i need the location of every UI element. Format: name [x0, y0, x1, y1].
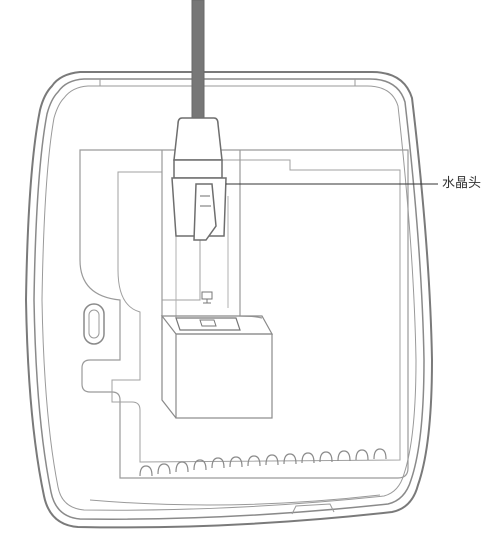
housing-middle-shell	[33, 78, 425, 520]
connector-latch-detail	[200, 195, 211, 207]
bottom-vent-scallops	[139, 448, 387, 477]
side-slot-inner	[88, 309, 100, 339]
recessed-panel-outline	[79, 149, 409, 479]
housing-bottom-lip	[89, 494, 381, 506]
rj45-connector	[171, 117, 227, 241]
cable-channel-right-wall	[239, 150, 263, 319]
connector-latch	[193, 183, 217, 241]
network-cable	[191, 0, 205, 119]
housing-bottom-notch	[291, 503, 335, 515]
rj45-connector-label: 水晶头	[442, 176, 482, 191]
port-housing-left-side	[161, 316, 177, 419]
port-housing-front	[175, 333, 273, 419]
recessed-panel-inner	[111, 159, 401, 463]
housing-outer-shell	[24, 71, 434, 529]
ethernet-port-opening	[175, 317, 241, 331]
connector-boot	[173, 117, 223, 161]
connector-collar	[173, 159, 223, 179]
ethernet-port-clip	[199, 319, 217, 327]
side-slot	[83, 303, 105, 345]
housing-inner-shell	[41, 85, 417, 511]
ethernet-port-icon	[201, 291, 213, 304]
